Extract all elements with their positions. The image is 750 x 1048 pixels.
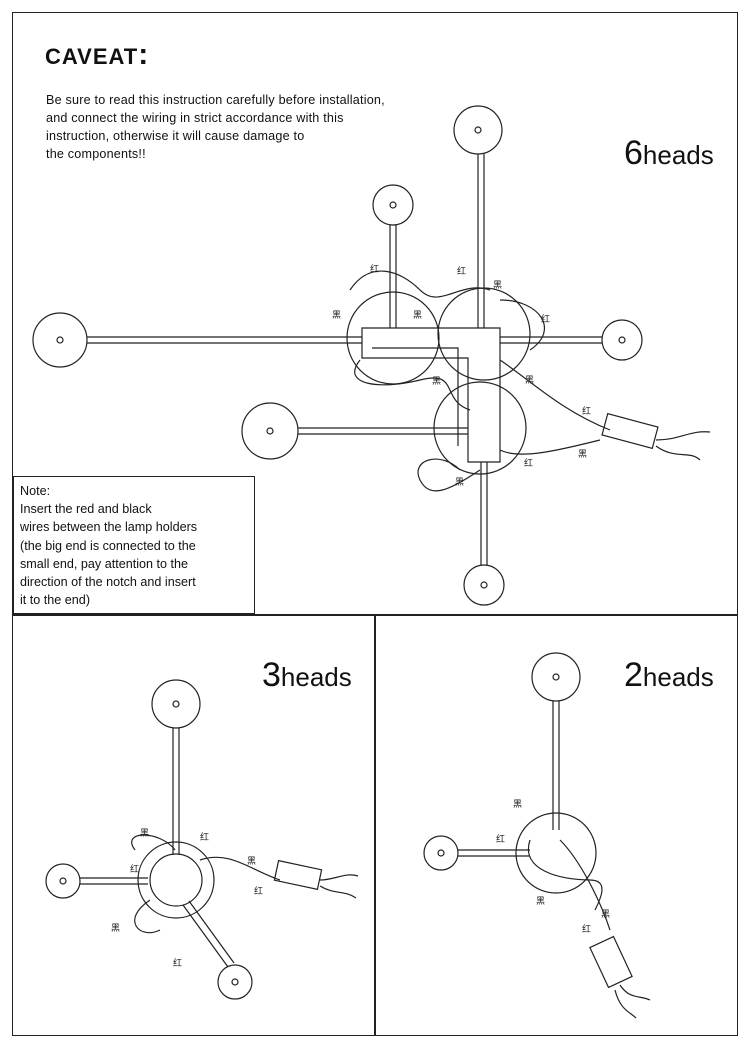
wire-label-black: 黑: [432, 376, 441, 387]
note-line: Insert the red and black: [20, 502, 152, 517]
six-heads-number: 6: [624, 134, 643, 172]
three-heads-number: 3: [262, 656, 281, 694]
wire-label-red: 红: [173, 957, 182, 969]
note-box: Note: Insert the red and black wires bet…: [13, 476, 255, 614]
wire-label-black: 黑: [111, 923, 120, 934]
caveat-line: instruction, otherwise it will cause dam…: [46, 129, 305, 143]
two-heads-label: 2heads: [624, 658, 714, 692]
caveat-title: CAVEAT:: [45, 38, 149, 72]
note-line: Note:: [20, 484, 51, 498]
wire-label-black: 黑: [493, 280, 502, 291]
note-line: (the big end is connected to the: [20, 538, 196, 553]
wire-label-black: 黑: [536, 896, 545, 907]
wire-label-red: 红: [254, 885, 263, 897]
lamp-head-icon: [45, 679, 253, 1000]
note-line: it to the end): [20, 593, 91, 608]
caveat-line: and connect the wiring in strict accorda…: [46, 111, 344, 125]
wire-label-black: 黑: [601, 909, 610, 920]
note-line: direction of the notch and insert: [20, 575, 196, 590]
wire-label-black: 黑: [247, 856, 256, 867]
wire-label-red: 红: [582, 405, 591, 417]
note-line: small end, pay attention to the: [20, 556, 189, 571]
two-heads-diagram: [423, 652, 651, 1019]
wire-label-black: 黑: [413, 310, 422, 321]
two-heads-number: 2: [624, 656, 643, 694]
six-heads-diagram: [32, 105, 711, 606]
two-heads-panel-frame: [374, 614, 738, 1036]
wire-label-red: 红: [200, 831, 209, 843]
two-heads-word: heads: [642, 662, 714, 692]
wire-label-red: 红: [370, 263, 379, 275]
six-heads-word: heads: [642, 140, 714, 170]
wire-label-red: 红: [582, 923, 591, 935]
wire-label-red: 红: [457, 265, 466, 277]
three-heads-word: heads: [280, 662, 352, 692]
wire-label-red: 红: [524, 457, 533, 469]
wire-label-black: 黑: [455, 477, 464, 488]
three-heads-diagram: [45, 679, 359, 1000]
wire-label-red: 红: [130, 863, 139, 875]
wire-label-black: 黑: [578, 449, 587, 460]
caveat-line: Be sure to read this instruction careful…: [46, 93, 385, 107]
lamp-head-icon: [423, 652, 581, 871]
caveat-title-text: CAVEAT: [45, 44, 139, 69]
wire-tags: 红 红 红 红 红 黑 黑 黑 黑 黑 黑 黑 红 红 红 红 黑 黑 黑 红 …: [111, 263, 610, 969]
three-heads-panel-frame: [12, 614, 376, 1036]
wire-label-red: 红: [541, 313, 550, 325]
wire-label-black: 黑: [525, 375, 534, 386]
three-heads-label: 3heads: [262, 658, 352, 692]
caveat-text: Be sure to read this instruction careful…: [46, 91, 466, 163]
six-heads-label: 6heads: [624, 136, 714, 170]
lamp-head-icon: [32, 105, 643, 606]
note-line: wires between the lamp holders: [20, 520, 198, 535]
caveat-line: the components!!: [46, 147, 146, 161]
caveat-title-colon: :: [138, 38, 150, 71]
wire-label-black: 黑: [332, 310, 341, 321]
wire-label-black: 黑: [140, 828, 149, 839]
wire-label-black: 黑: [513, 799, 522, 810]
wire-label-red: 红: [496, 833, 505, 845]
